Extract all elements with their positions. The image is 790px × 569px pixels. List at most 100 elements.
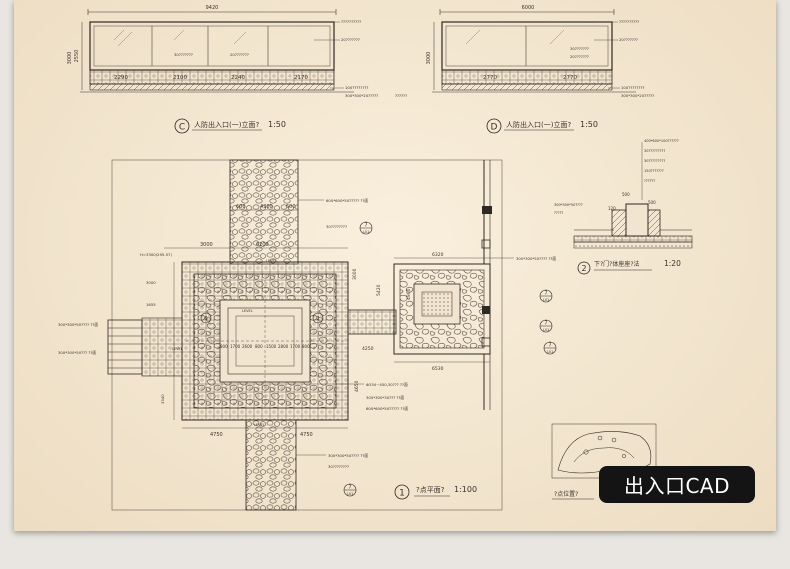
callout-3: 7 J-01 xyxy=(539,319,553,333)
svg-text:J-01: J-01 xyxy=(362,230,370,234)
detail-2-marker xyxy=(577,261,591,275)
cad-label-text: 出入口CAD xyxy=(623,474,731,498)
elevation-c-note-3: 30??????? xyxy=(174,52,193,57)
elevation-d-height-dim: 3000 xyxy=(426,52,432,65)
elevation-d-note-6: 300*300*20????? xyxy=(621,93,654,98)
svg-text:1700: 1700 xyxy=(230,344,241,349)
elevation-d-title: 人防出入口(一)立面? xyxy=(506,120,571,129)
elevation-c-seg-2: 2100 xyxy=(173,75,187,81)
svg-text:1500: 1500 xyxy=(266,344,277,349)
elevation-c-title: 人防出入口(一)立面? xyxy=(194,120,259,129)
south-path xyxy=(245,419,297,511)
svg-text:??????: ?????? xyxy=(644,179,655,183)
svg-text:6: 6 xyxy=(204,316,208,322)
elevation-c: 9420 2550 3000 2290 2100 2240 2170 ?????… xyxy=(67,5,407,134)
svg-text:J-01: J-01 xyxy=(542,328,550,332)
plan-1: 600 4300 600 3000 6200 4750 4750 800 170… xyxy=(58,159,557,511)
plan-left-note-1: 300*300*50???? ??面 xyxy=(58,322,98,327)
elevation-c-note-7: ?????? xyxy=(395,93,407,98)
elevation-d-note-3: 30??????? xyxy=(570,46,589,51)
plan-left-note-6: 3340 xyxy=(160,394,165,404)
detail-2-scale: 1:20 xyxy=(664,259,681,268)
svg-text:800: 800 xyxy=(302,344,310,349)
plan-left-dim-2: 6200 xyxy=(256,242,269,248)
elevation-c-note-1: ?????????? xyxy=(341,19,361,24)
callout-4: 7 J-01 xyxy=(543,341,557,355)
elevation-c-note-6: 300*300*20????? xyxy=(345,93,378,98)
plan-top-dim-1: 600 xyxy=(236,204,246,210)
svg-text:2600: 2600 xyxy=(242,344,253,349)
plan-bottom-dim-2: 4750 xyxy=(300,432,313,438)
plan-note-8: 30???????? xyxy=(328,464,349,469)
svg-text:6530: 6530 xyxy=(432,366,444,372)
elevation-c-seg-3: 2240 xyxy=(231,75,245,81)
svg-text:6320: 6320 xyxy=(432,252,444,258)
north-path xyxy=(229,159,299,265)
svg-text:4900: 4900 xyxy=(406,288,412,300)
svg-text:300*300*50????: 300*300*50???? xyxy=(554,203,583,207)
svg-text:J-01: J-01 xyxy=(546,350,554,354)
elevation-c-note-4: 20??????? xyxy=(230,52,249,57)
cad-drawing: 9420 2550 3000 2290 2100 2240 2170 ?????… xyxy=(58,5,693,511)
plan-left-dim-1: 3000 xyxy=(200,242,213,248)
callout-5: 7 J-01 xyxy=(343,483,357,497)
svg-text:LEVEL: LEVEL xyxy=(172,347,183,351)
plan-top-dim-3: 600 xyxy=(286,204,296,210)
elevation-d-note-4: 20??????? xyxy=(570,54,589,59)
svg-text:7: 7 xyxy=(548,343,551,349)
svg-text:2800: 2800 xyxy=(278,344,289,349)
svg-text:C: C xyxy=(179,123,185,133)
svg-text:3000: 3000 xyxy=(352,268,358,280)
plan-note-5: 300*300*30??? ??面 xyxy=(366,395,404,400)
plan-left-note-4: 1655 xyxy=(146,302,156,307)
elevation-c-note-2: 20??????? xyxy=(341,37,360,42)
svg-text:D: D xyxy=(491,123,498,133)
svg-text:800: 800 xyxy=(220,344,228,349)
elevation-d-total-dim: 6000 xyxy=(522,5,535,11)
svg-text:7: 7 xyxy=(364,223,367,229)
elevation-c-total-dim: 9420 xyxy=(206,5,219,11)
elevation-c-height-dim: 2550 xyxy=(74,50,80,63)
svg-text:120: 120 xyxy=(608,206,616,211)
svg-text:30?????????: 30????????? xyxy=(644,149,665,153)
svg-text:2: 2 xyxy=(581,264,586,273)
plan-1-marker xyxy=(394,484,410,500)
svg-text:J-01: J-01 xyxy=(346,492,354,496)
svg-text:J-01: J-01 xyxy=(542,298,550,302)
svg-text:30?????????: 30????????? xyxy=(644,159,665,163)
svg-text:LEVEL: LEVEL xyxy=(254,423,265,427)
svg-text:500: 500 xyxy=(622,192,630,197)
svg-text:1700: 1700 xyxy=(290,344,301,349)
elevation-d: 6000 3000 2770 2770 ?????????? 20???????… xyxy=(426,5,654,134)
elevation-c-marker xyxy=(174,118,190,134)
plan-note-6: 600*600*50????? ??面 xyxy=(366,406,408,411)
key-plan-title: ?点位置? xyxy=(554,490,578,498)
svg-text:LEVEL: LEVEL xyxy=(266,259,277,263)
callout-2: 7 J-01 xyxy=(539,289,553,303)
elevation-d-note-1: ?????????? xyxy=(619,19,639,24)
elevation-d-marker xyxy=(486,118,502,134)
plan-bottom-dim-1: 4750 xyxy=(210,432,223,438)
plan-top-dim-2: 4300 xyxy=(260,204,273,210)
plan-note-3: 300*300*50???? ??面 xyxy=(516,256,556,261)
plan-note-2: 30???????? xyxy=(326,224,347,229)
elevation-d-note-5: 100???????? xyxy=(621,85,644,90)
svg-text:7: 7 xyxy=(544,291,547,297)
elevation-c-seg-1: 2290 xyxy=(114,75,128,81)
detail-2: 400*600*100?????? 30????????? 30????????… xyxy=(554,139,693,275)
elevation-d-scale: 1:50 xyxy=(580,120,598,129)
svg-text:3000: 3000 xyxy=(67,52,73,65)
plan-note-4: Φ250~450,30??? ??面 xyxy=(366,382,408,387)
elevation-c-seg-4: 2170 xyxy=(294,75,308,81)
svg-text:4250: 4250 xyxy=(362,346,374,352)
svg-text:1: 1 xyxy=(399,489,405,499)
svg-text:150???????: 150??????? xyxy=(644,169,664,173)
svg-text:4650: 4650 xyxy=(354,380,360,392)
elevation-d-note-2: 20??????? xyxy=(619,37,638,42)
svg-text:2: 2 xyxy=(316,316,320,322)
svg-text:7: 7 xyxy=(544,321,547,327)
svg-text:7: 7 xyxy=(348,485,351,491)
svg-text:?????: ????? xyxy=(554,211,563,215)
elevation-d-seg-1: 2770 xyxy=(483,75,497,81)
elevation-c-note-5: 100???????? xyxy=(345,85,368,90)
